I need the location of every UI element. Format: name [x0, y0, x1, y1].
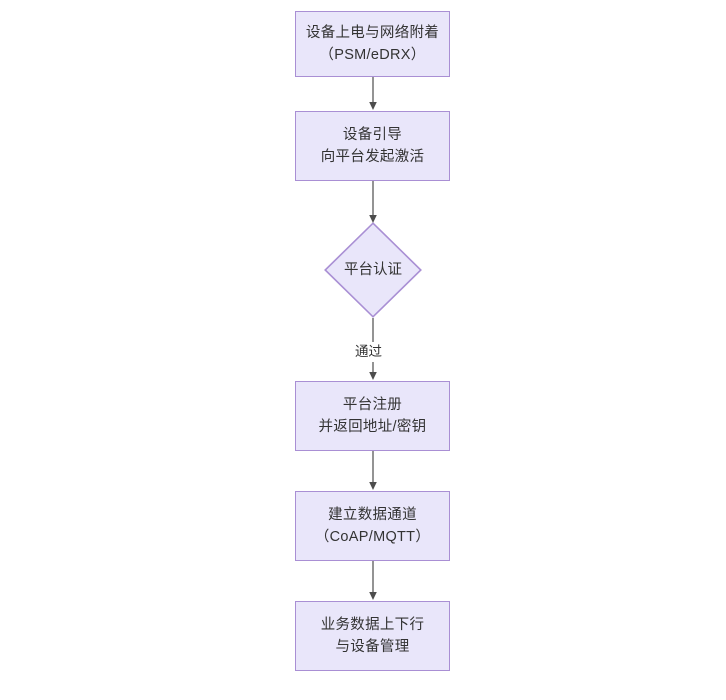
- node-power-on-line-1: 设备上电与网络附着: [305, 25, 440, 41]
- node-service-line-1: 业务数据上下行: [320, 617, 425, 633]
- node-channel-line-1: 建立数据通道: [328, 507, 417, 523]
- node-bootstrap-line-1: 设备引导: [342, 127, 403, 143]
- node-register[interactable]: 平台注册 并返回地址/密钥: [295, 381, 450, 451]
- node-bootstrap[interactable]: 设备引导 向平台发起激活: [295, 111, 450, 181]
- node-power-on[interactable]: 设备上电与网络附着 （PSM/eDRX）: [295, 11, 450, 77]
- node-bootstrap-line-2: 向平台发起激活: [320, 149, 425, 165]
- node-channel[interactable]: 建立数据通道 （CoAP/MQTT）: [295, 491, 450, 561]
- node-auth[interactable]: 平台认证: [324, 222, 422, 318]
- node-power-on-line-2: （PSM/eDRX）: [319, 47, 426, 63]
- node-auth-label: 平台认证: [344, 262, 402, 278]
- diamond-shape-icon: [324, 222, 422, 318]
- edge-label-pass: 通过: [352, 342, 385, 362]
- node-channel-line-2: （CoAP/MQTT）: [314, 529, 431, 545]
- node-service-line-2: 与设备管理: [335, 639, 410, 655]
- node-register-line-1: 平台注册: [342, 397, 403, 413]
- node-register-line-2: 并返回地址/密钥: [318, 419, 427, 435]
- node-service[interactable]: 业务数据上下行 与设备管理: [295, 601, 450, 671]
